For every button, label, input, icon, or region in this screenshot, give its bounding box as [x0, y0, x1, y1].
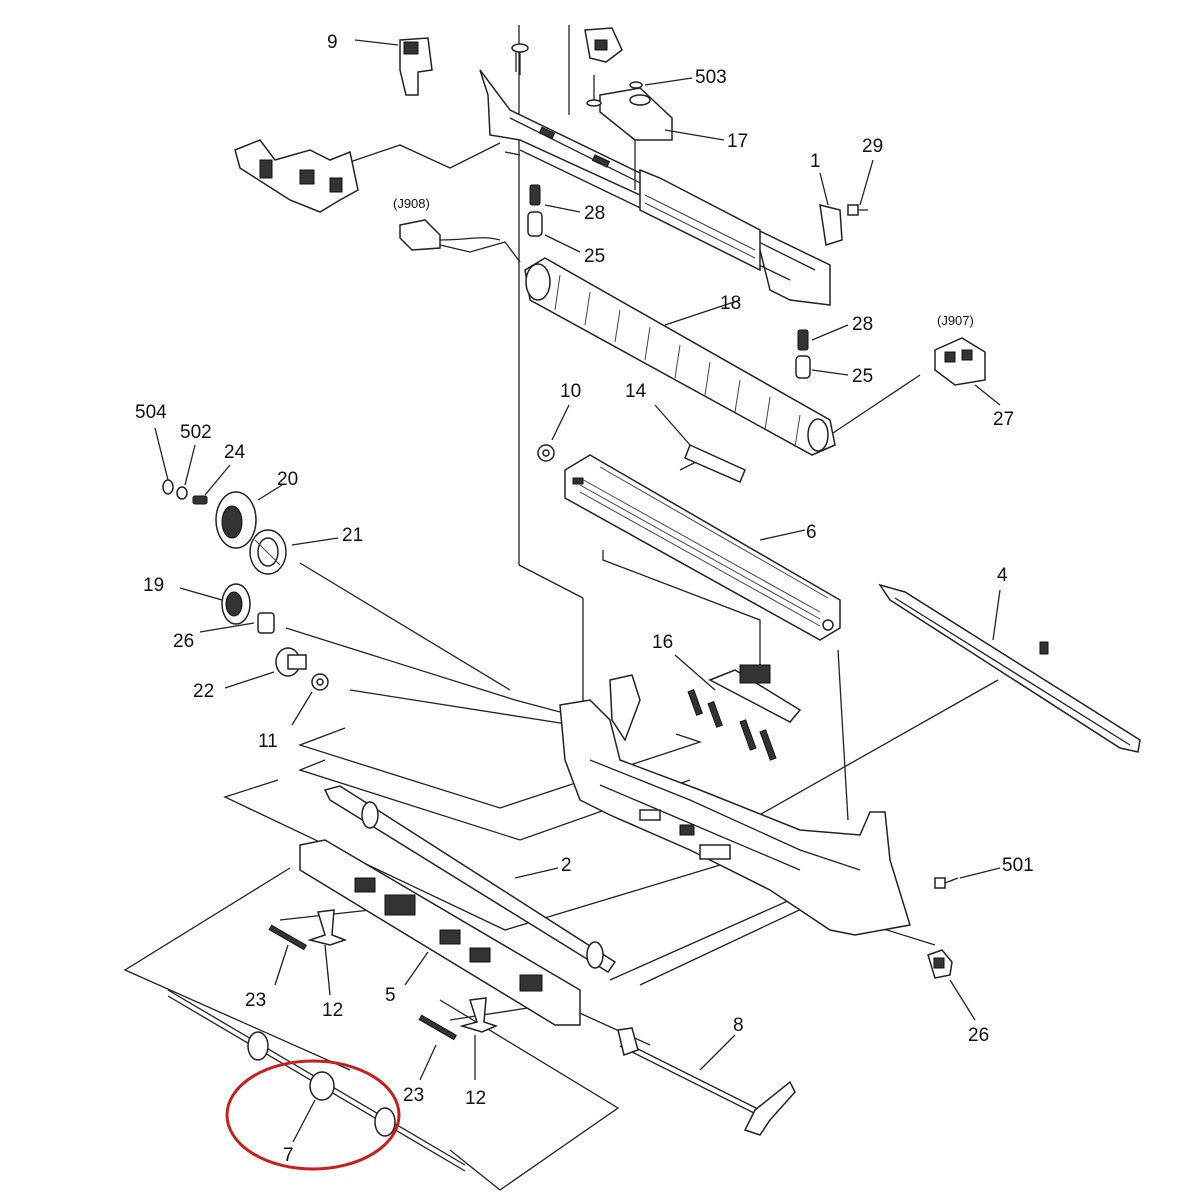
- part-9-bracket: [399, 37, 433, 96]
- leader-lines: [154, 39, 1001, 1143]
- callout-17: 17: [727, 131, 748, 152]
- callout-501: 501: [1002, 855, 1034, 876]
- callout-502: 502: [180, 422, 212, 443]
- callout-5: 5: [385, 985, 396, 1006]
- connector-j908-label: (J908): [393, 196, 430, 211]
- part-12-lever-left: [307, 909, 348, 946]
- part-501-screw: [934, 877, 959, 889]
- part-19-gear: [221, 583, 251, 625]
- part-17-bracket: [599, 87, 673, 141]
- part-11-bearing: [311, 673, 329, 691]
- callout-14: 14: [625, 381, 647, 402]
- callout-10: 10: [560, 381, 581, 402]
- callout-11: 11: [258, 731, 278, 752]
- callout-labels: 9 503 17 1 29 28 25 (J908) 18 28 25 (J90…: [135, 32, 1034, 1166]
- callout-25-upper: 25: [584, 246, 605, 267]
- part-6-cover: [564, 454, 841, 641]
- callout-8: 8: [733, 1015, 744, 1036]
- part-29-screw: [847, 204, 868, 216]
- bushing-25-upper: [527, 211, 543, 237]
- connector-j907: [934, 337, 986, 386]
- spring-28-upper: [529, 184, 541, 206]
- callout-23-right: 23: [403, 1085, 424, 1106]
- callout-9: 9: [327, 32, 338, 53]
- callout-16: 16: [652, 632, 673, 653]
- part-12-lever-right: [459, 997, 499, 1033]
- callout-20: 20: [277, 469, 298, 490]
- bushing-25-lower: [795, 355, 811, 379]
- connector-j908: [399, 219, 501, 251]
- callout-22: 22: [193, 681, 214, 702]
- callout-6: 6: [806, 522, 817, 543]
- part-18-roller: [524, 257, 836, 456]
- callout-26-left: 26: [173, 631, 194, 652]
- callout-21: 21: [342, 525, 363, 546]
- callout-24: 24: [224, 442, 246, 463]
- guide-assembly-left: [234, 139, 359, 213]
- callout-19: 19: [143, 575, 164, 596]
- part-504-clip: [162, 479, 174, 495]
- part-20-gear: [215, 491, 257, 549]
- upper-rail-assembly: [479, 69, 831, 306]
- part-24-spring: [192, 495, 208, 505]
- callout-27: 27: [993, 409, 1014, 430]
- part-26-bushing-right: [927, 949, 953, 979]
- callout-28-lower: 28: [852, 314, 873, 335]
- callout-12-left: 12: [322, 1000, 343, 1021]
- highlight-circle: [225, 1059, 401, 1171]
- part-2-roller: [323, 785, 617, 974]
- callout-1: 1: [810, 151, 821, 172]
- pin-shaft: [514, 699, 561, 713]
- callout-18: 18: [720, 293, 741, 314]
- callout-29: 29: [862, 136, 883, 157]
- part-16-spring-plate: [687, 664, 802, 761]
- part-5-guide: [299, 839, 581, 1026]
- callout-2: 2: [561, 855, 572, 876]
- callout-25-lower: 25: [852, 366, 873, 387]
- guide-lines: [123, 25, 999, 1191]
- top-bracket: [584, 27, 623, 107]
- part-23-spring-left: [268, 924, 308, 951]
- part-503-ering: [629, 81, 643, 89]
- callout-504: 504: [135, 402, 167, 423]
- callout-503: 503: [695, 67, 727, 88]
- part-26-bushing-left: [257, 612, 275, 634]
- callout-12-right: 12: [465, 1088, 486, 1109]
- callout-28-upper: 28: [584, 203, 605, 224]
- part-14-label: [684, 443, 746, 483]
- callout-4: 4: [997, 565, 1008, 586]
- part-4-guide: [878, 583, 1141, 753]
- part-1-plate: [819, 203, 843, 246]
- callout-7: 7: [283, 1145, 294, 1166]
- callout-26-right: 26: [968, 1025, 989, 1046]
- part-22-gear: [275, 647, 307, 677]
- spring-28-lower: [797, 329, 809, 351]
- part-7-shaft: [167, 989, 466, 1172]
- callout-23-left: 23: [245, 990, 266, 1011]
- part-10-bushing: [537, 444, 555, 462]
- screw-top: [511, 43, 529, 75]
- part-8-shaft: [617, 1027, 796, 1136]
- part-502-washer: [176, 486, 188, 500]
- part-21-gear: [249, 529, 287, 575]
- main-frame: [559, 674, 911, 936]
- connector-j907-label: (J907): [937, 313, 974, 328]
- part-23-spring-right: [418, 1014, 458, 1041]
